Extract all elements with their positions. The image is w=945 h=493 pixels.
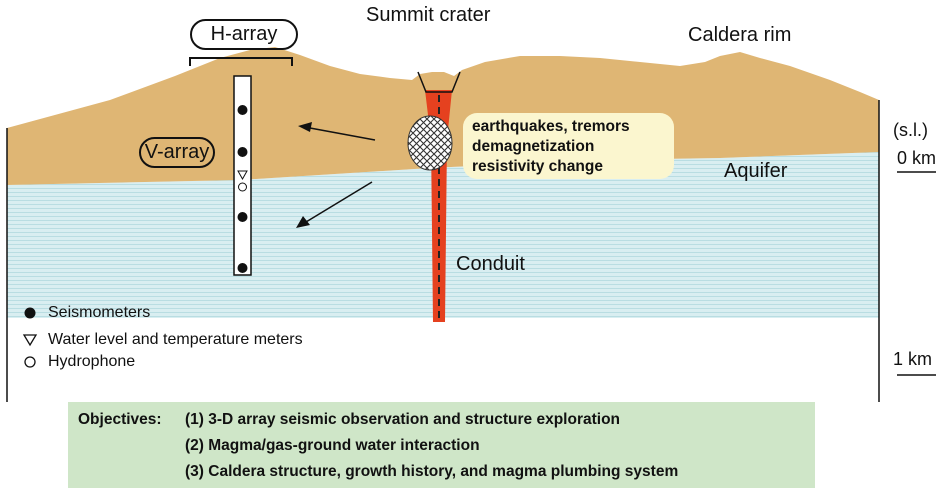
legend-hydrophone: Hydrophone [48,353,136,370]
objective-item: (2) Magma/gas-ground water interaction [185,437,480,454]
conduit-label: Conduit [456,253,525,275]
borehole-water-meter [237,170,248,181]
objectives-box: Objectives: (1) 3-D array seismic observ… [68,402,815,488]
summit-crater-label: Summit crater [366,4,491,26]
borehole-seismometer [237,147,248,157]
caldera-rim-label: Caldera rim [688,24,792,46]
legend-seismometers: Seismometers [48,304,151,321]
effects-callout: earthquakes, tremors demagnetization res… [463,113,674,179]
arrow-to-lower-left [296,181,373,228]
objective-item: (3) Caldera structure, growth history, a… [185,463,679,480]
zero-km-label: 0 km [897,148,937,168]
legend-hydrophone-symbol [24,356,36,368]
effect-item: earthquakes, tremors [472,118,630,135]
legend-water-meter-symbol [22,334,38,347]
anomaly-zone [407,115,453,171]
one-km-label: 1 km [893,349,933,369]
v-array-label: V-array [139,137,215,168]
arrow-to-upper-left [298,122,376,141]
h-array-label: H-array [190,19,298,50]
summit-crater-outline [417,71,461,93]
borehole-seismometer [237,263,248,273]
legend-seismometer-symbol [24,307,36,319]
borehole-seismometer [237,212,248,222]
legend-water-level-meters: Water level and temperature meters [48,331,303,348]
sea-level-label: (s.l.) [893,120,928,140]
h-array-bracket [189,57,293,66]
objectives-heading: Objectives: [78,411,162,428]
borehole-seismometer [237,105,248,115]
effect-item: demagnetization [472,138,595,155]
effect-item: resistivity change [472,158,603,175]
objective-item: (1) 3-D array seismic observation and st… [185,411,620,428]
borehole-hydrophone [238,182,247,192]
aquifer-label: Aquifer [724,160,788,182]
